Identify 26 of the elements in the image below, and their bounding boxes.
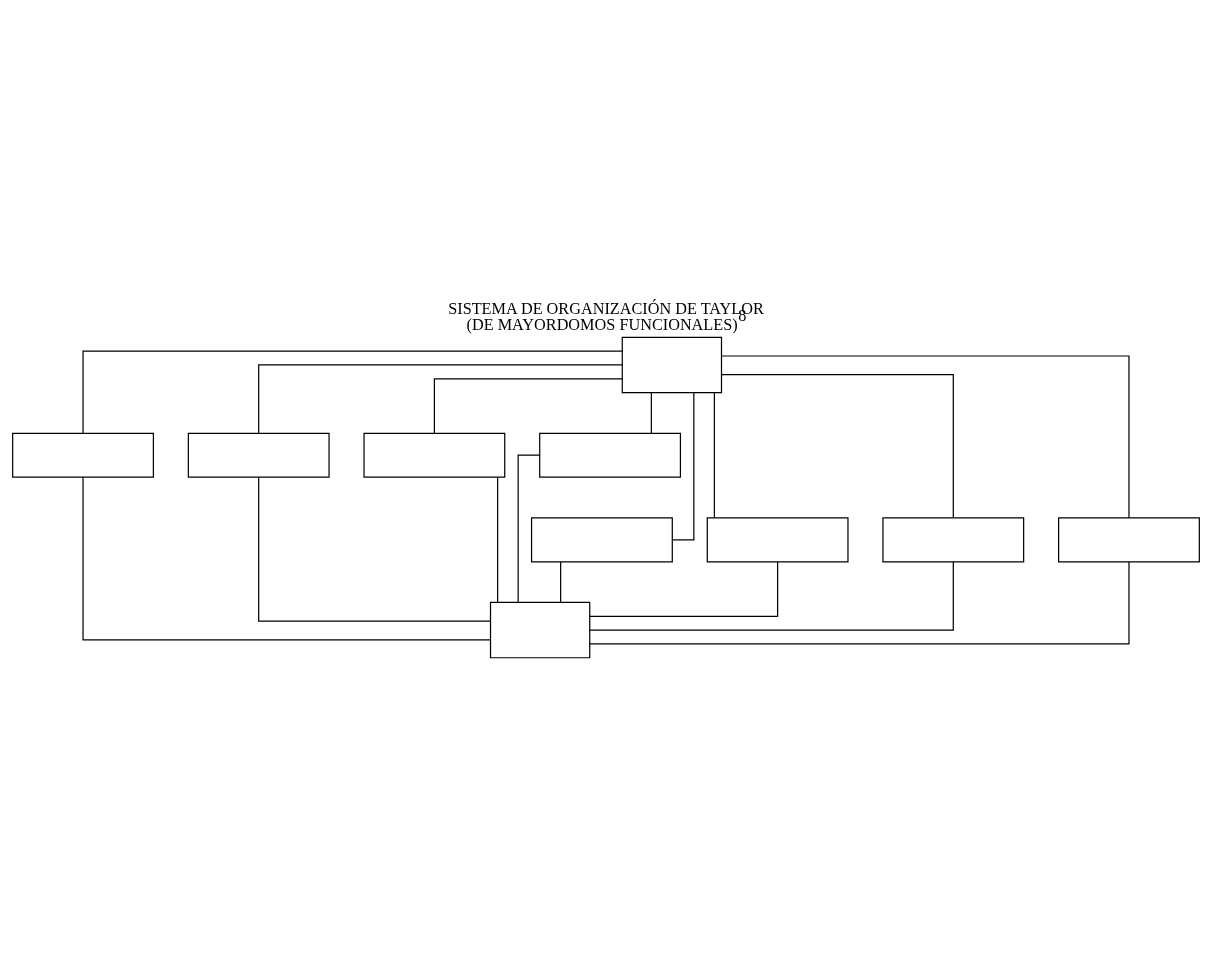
node-box (489, 601, 591, 659)
connector (258, 364, 623, 434)
node-box (621, 336, 723, 394)
connector (82, 476, 491, 641)
connector (497, 476, 499, 603)
node-box (12, 432, 154, 478)
connector (433, 378, 623, 434)
connector (517, 454, 541, 603)
node-box (363, 432, 506, 478)
connector (721, 355, 1130, 519)
node-box (539, 432, 682, 478)
connector (258, 476, 492, 622)
connector (713, 392, 715, 519)
connector (589, 561, 954, 631)
connector (82, 350, 623, 434)
node-box (530, 517, 673, 563)
connector (560, 561, 562, 604)
connector (720, 374, 954, 519)
node-box (882, 517, 1025, 563)
connector (589, 561, 1130, 645)
node-box (1058, 517, 1200, 563)
node-box (187, 432, 330, 478)
node-box (706, 517, 849, 563)
connector (650, 392, 652, 434)
connector (671, 392, 695, 541)
connector (589, 561, 779, 617)
